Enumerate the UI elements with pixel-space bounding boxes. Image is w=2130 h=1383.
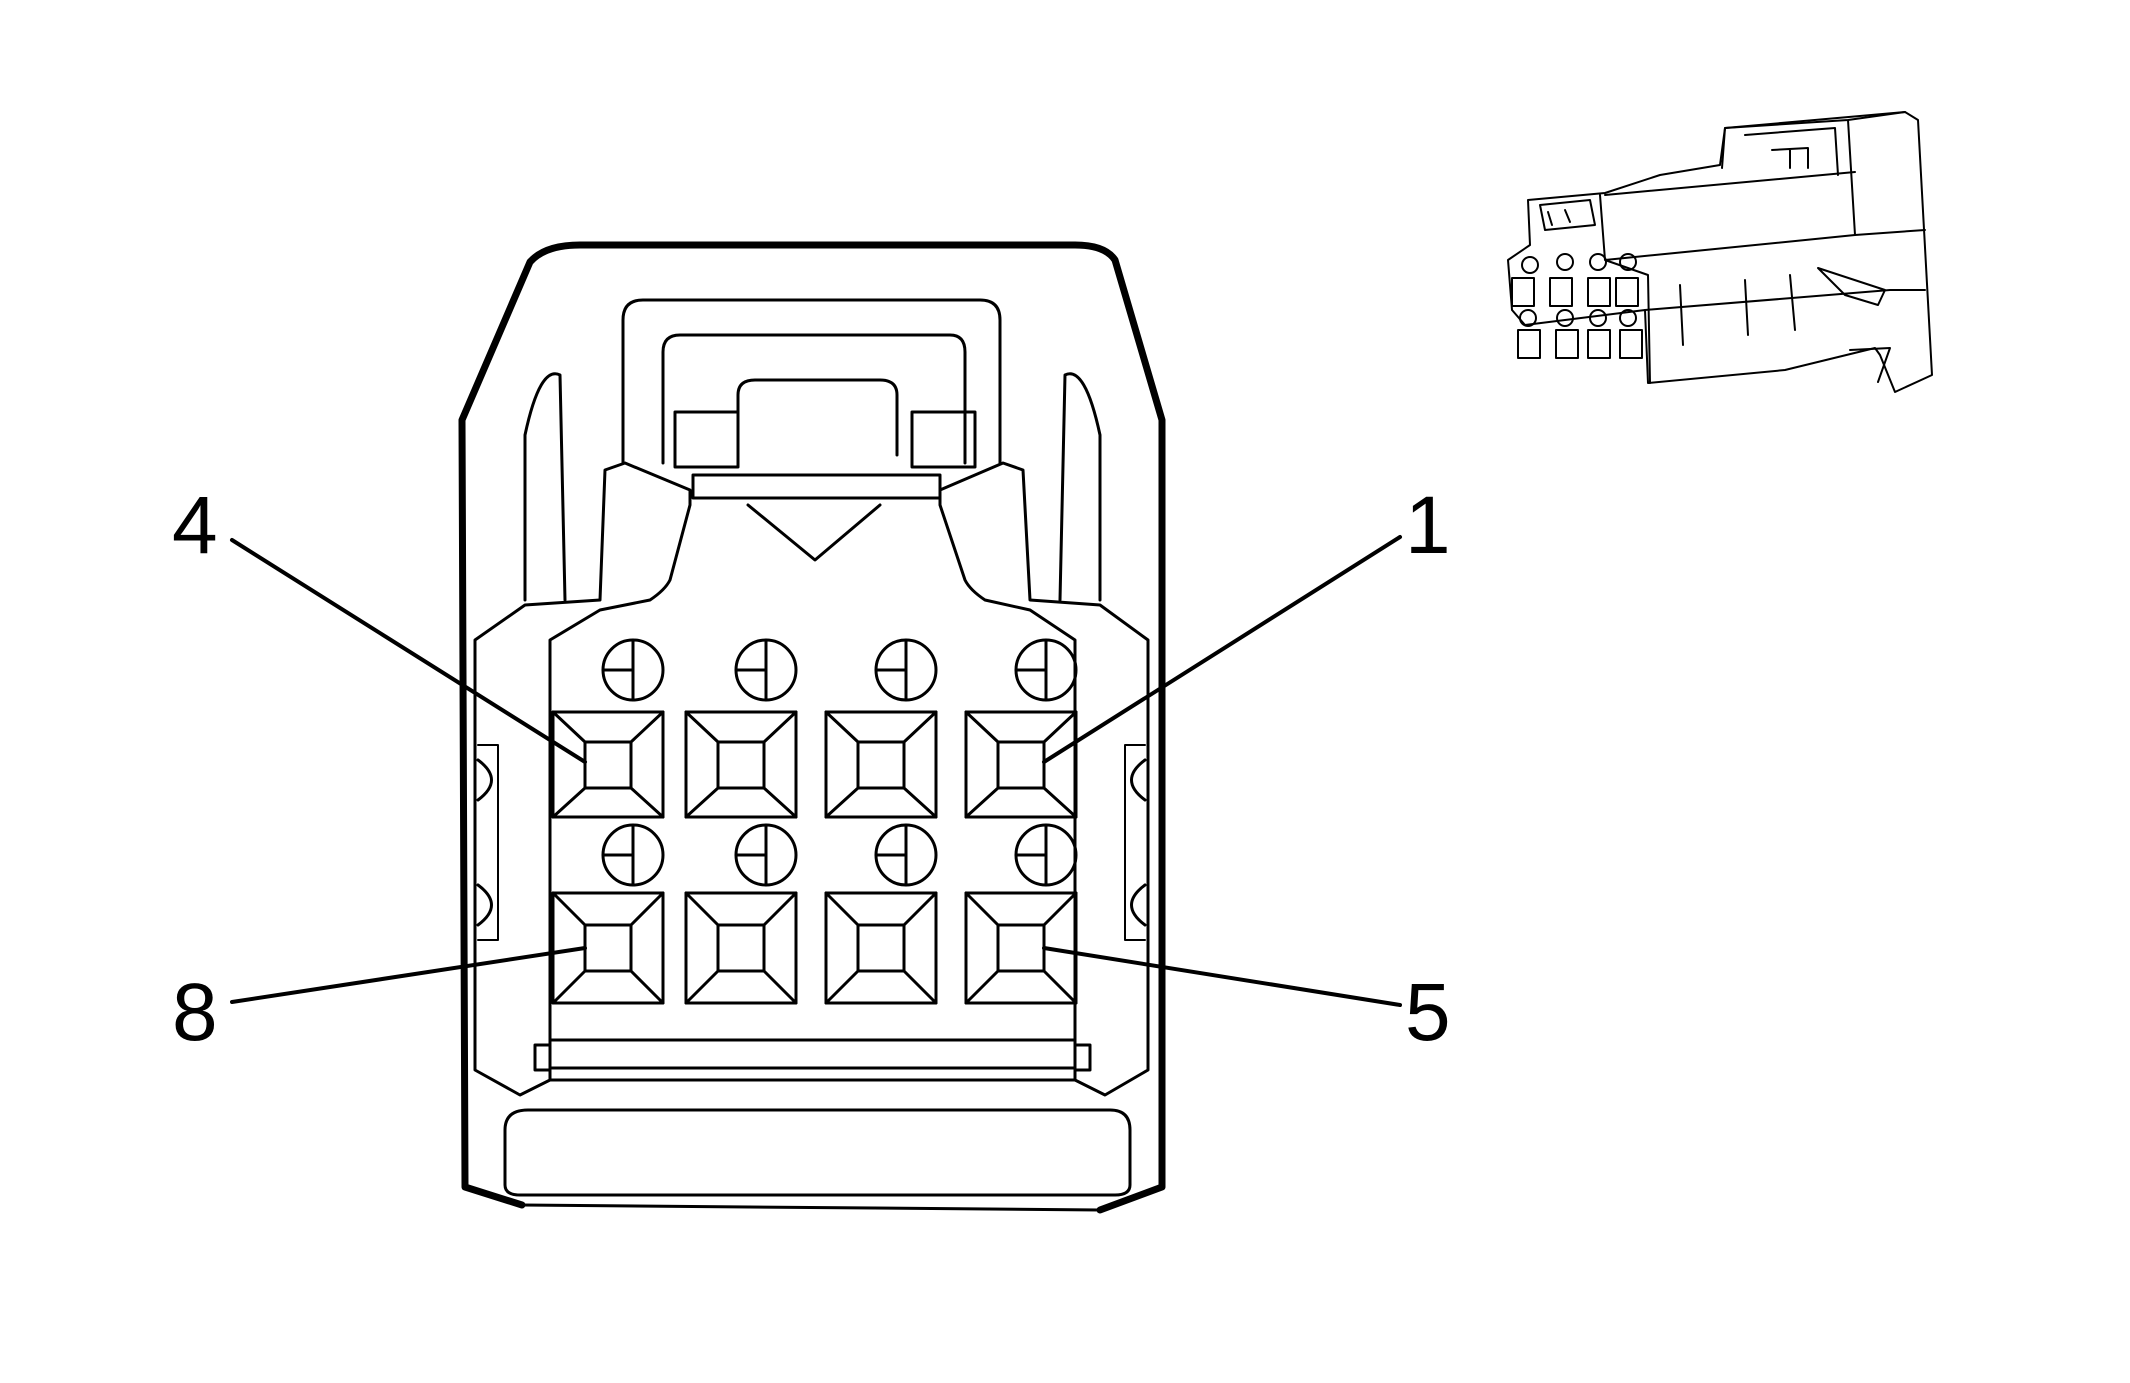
pin-labels: 4 1 8 5 [172, 480, 1451, 1058]
pin-cavity-1 [964, 638, 1078, 819]
pin-cavity-3 [684, 638, 798, 819]
pin-cavity-6 [824, 823, 938, 1005]
pin-cavity-8 [551, 823, 665, 1005]
pin-cavity-5 [964, 823, 1078, 1005]
leader-pin-5 [1042, 946, 1402, 1007]
inner-cavity [473, 461, 692, 1097]
leader-pin-4 [230, 538, 587, 764]
pin-cavity-7 [684, 823, 798, 1005]
pin-label-1: 1 [1405, 480, 1451, 571]
pin-label-8: 8 [172, 967, 218, 1058]
connector-housing-outline [458, 241, 1166, 1214]
pin-label-4: 4 [172, 480, 218, 571]
pin-cavity-2 [824, 638, 938, 819]
top-lock [621, 298, 1002, 562]
pin-label-5: 5 [1405, 967, 1451, 1058]
leader-pin-1 [1042, 535, 1402, 764]
connector-face [458, 241, 1166, 1214]
connector-isometric-thumbnail [1507, 111, 1933, 393]
leader-pin-8 [230, 946, 587, 1004]
leader-lines [230, 535, 1402, 1007]
bottom-latch [503, 1108, 1132, 1197]
pin-cavities [551, 638, 1078, 1005]
pin-cavity-4 [551, 638, 665, 819]
